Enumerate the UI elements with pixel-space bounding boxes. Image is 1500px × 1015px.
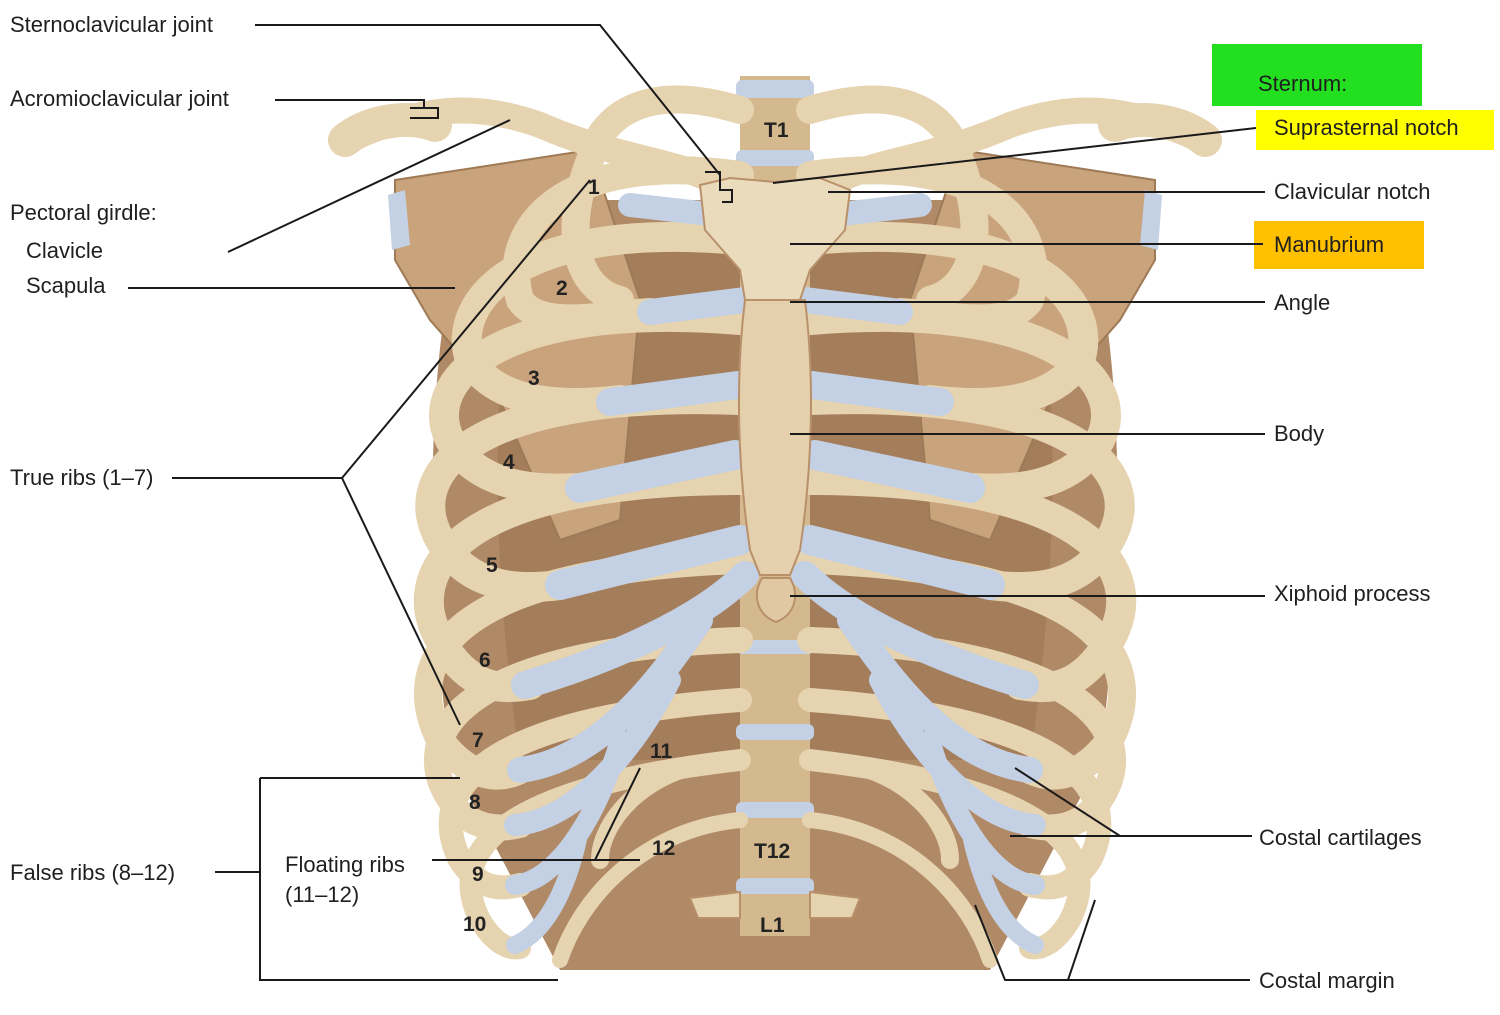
label-scapula: Scapula <box>26 273 106 298</box>
vertebra-l1: L1 <box>760 914 785 937</box>
label-costal-margin: Costal margin <box>1259 968 1395 993</box>
sternum <box>698 176 852 624</box>
label-angle: Angle <box>1274 290 1331 315</box>
vertebra-t12: T12 <box>754 840 791 863</box>
manubrium-highlight <box>1254 221 1424 269</box>
label-clavicle: Clavicle <box>26 238 104 263</box>
rib-number: 8 <box>469 791 481 814</box>
rib-number: 12 <box>652 837 676 860</box>
label-floating-ribs: Floating ribs <box>285 852 405 877</box>
rib-number: 1 <box>588 176 600 199</box>
label-true-ribs: True ribs (1–7) <box>10 465 154 490</box>
label-pectoral-girdle: Pectoral girdle: <box>10 200 157 225</box>
label-clavicular-notch: Clavicular notch <box>1274 179 1431 204</box>
label-acromioclavicular-joint: Acromioclavicular joint <box>10 86 229 111</box>
rib-number: 2 <box>556 277 568 300</box>
vertebra-t1: T1 <box>764 119 789 142</box>
label-floating-ribs-range: (11–12) <box>285 882 360 907</box>
rib-number: 4 <box>503 451 515 474</box>
label-false-ribs: False ribs (8–12) <box>10 860 176 885</box>
label-suprasternal-notch: Suprasternal notch <box>1274 115 1459 140</box>
rib-number: 3 <box>528 367 540 390</box>
ribs-left <box>413 85 759 968</box>
rib-number: 6 <box>479 649 491 672</box>
leader-lines <box>128 24 1265 981</box>
rib-number: 5 <box>486 554 498 577</box>
label-body: Body <box>1274 421 1325 446</box>
rib-number: 11 <box>650 740 673 763</box>
label-sternum: Sternum: <box>1258 71 1348 96</box>
label-xiphoid-process: Xiphoid process <box>1274 581 1431 606</box>
rib-number: 9 <box>472 863 484 886</box>
rib-number: 10 <box>463 913 487 936</box>
rib-number: 7 <box>472 729 484 752</box>
label-sternoclavicular-joint: Sternoclavicular joint <box>10 12 213 37</box>
label-costal-cartilages: Costal cartilages <box>1259 825 1422 850</box>
sternum-highlight <box>1212 44 1422 106</box>
label-manubrium: Manubrium <box>1274 232 1385 257</box>
suprasternal-notch-highlight <box>1256 110 1494 150</box>
